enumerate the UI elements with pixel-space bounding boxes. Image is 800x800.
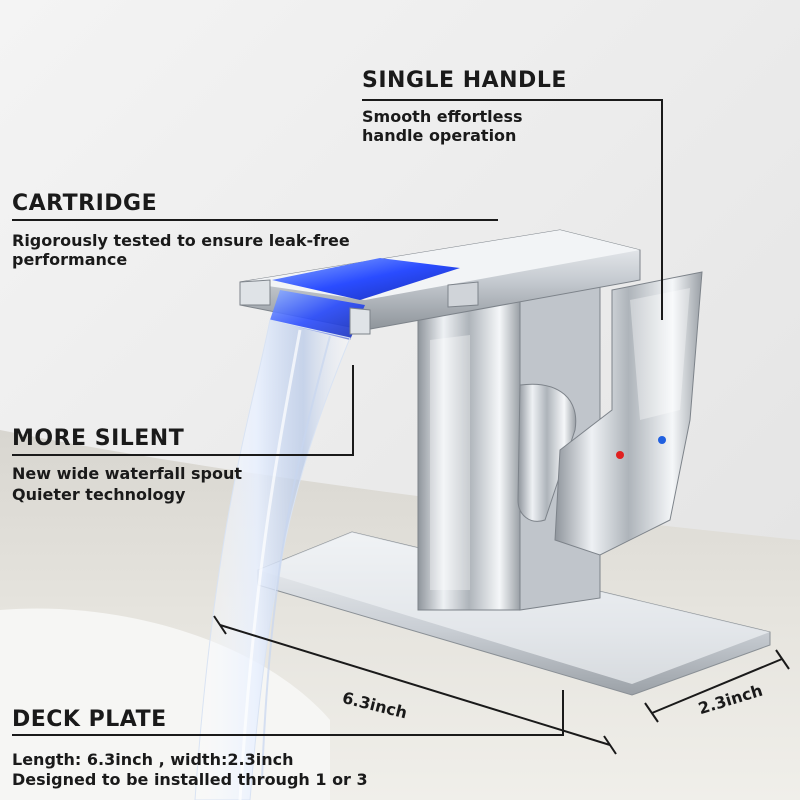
- deck-plate-desc-1: Length: 6.3inch , width:2.3inch: [12, 750, 294, 769]
- deck-plate-desc-2: Designed to be installed through 1 or 3: [12, 770, 368, 789]
- waterfall-spout: [239, 229, 641, 340]
- single-handle-desc-1: Smooth effortless: [362, 107, 523, 126]
- hot-indicator-icon: [616, 451, 624, 459]
- more-silent-title: MORE SILENT: [12, 426, 185, 451]
- more-silent-desc-1: New wide waterfall spout: [12, 464, 243, 483]
- cold-indicator-icon: [658, 436, 666, 444]
- dimension-lines: [213, 615, 790, 755]
- cartridge-desc-1: Rigorously tested to ensure leak-free: [12, 231, 350, 250]
- deck-plate-title: DECK PLATE: [12, 707, 167, 732]
- callout-lines: [12, 99, 663, 736]
- cartridge-desc-2: performance: [12, 250, 128, 269]
- width-dimension-line: [651, 658, 783, 714]
- cartridge-title: CARTRIDGE: [12, 191, 158, 216]
- deck-plate-line: [12, 690, 564, 736]
- single-handle-title: SINGLE HANDLE: [362, 68, 567, 93]
- more-silent-desc-2: Quieter technology: [12, 485, 186, 504]
- water-stream: [194, 319, 351, 800]
- faucet-handle: [517, 271, 703, 556]
- single-handle-line: [362, 99, 663, 320]
- length-dimension-line: [219, 624, 611, 746]
- more-silent-line: [12, 365, 354, 456]
- single-handle-desc-2: handle operation: [362, 126, 517, 145]
